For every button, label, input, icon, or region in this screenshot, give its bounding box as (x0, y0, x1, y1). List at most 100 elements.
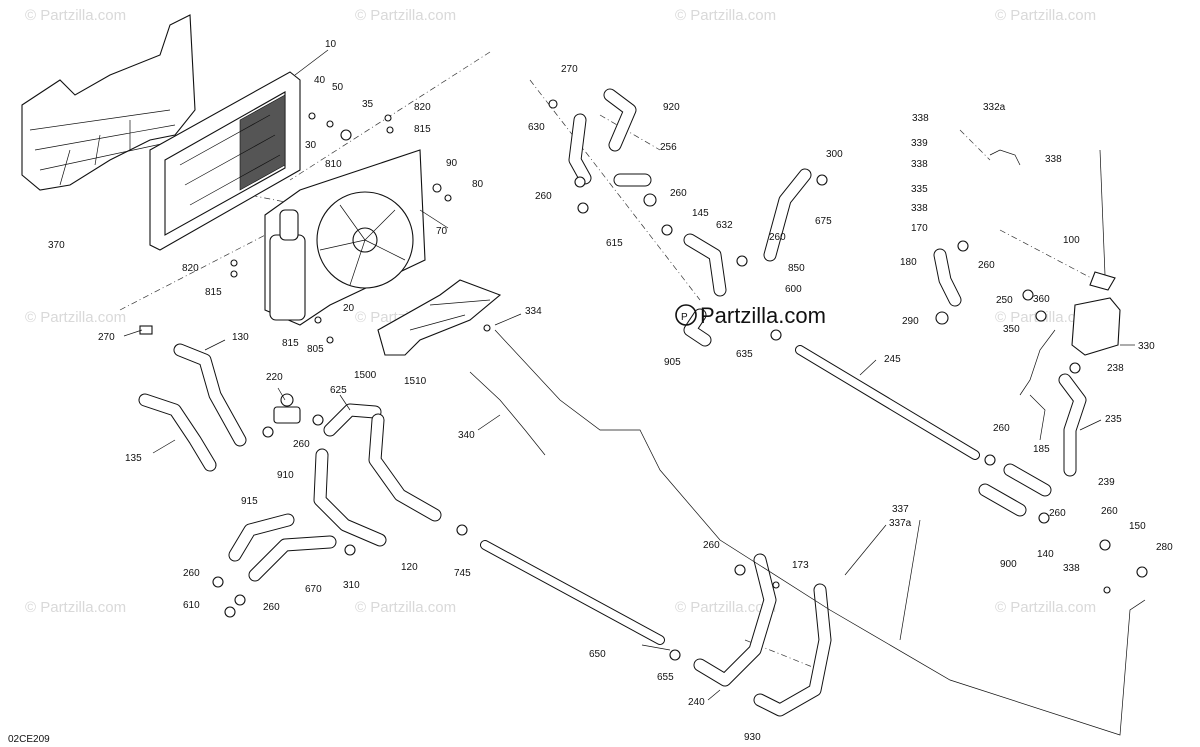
callout-label: 40 (314, 75, 326, 86)
callout-label: 338 (911, 203, 928, 214)
callout-label: 238 (1107, 363, 1124, 374)
callout-label: 135 (125, 453, 142, 464)
callout-label: 632 (716, 220, 733, 231)
callout-label: 805 (307, 344, 324, 355)
callout-label: 260 (670, 188, 687, 199)
alignment-line (599, 114, 661, 151)
alignment-line (529, 79, 701, 301)
callout-label: 300 (826, 149, 843, 160)
callout-label: 332a (983, 102, 1006, 113)
callout-labels: 10 40 50 35 820 815 30 810 90 80 370 70 … (48, 39, 1173, 743)
callout-label: 370 (48, 240, 65, 251)
callout-label: 650 (589, 649, 606, 660)
callout-label: 260 (293, 439, 310, 450)
diagram-code: 02CE209 (8, 734, 50, 745)
callout-label: 70 (436, 226, 448, 237)
callout-label: 239 (1098, 477, 1115, 488)
callout-label: 100 (1063, 235, 1080, 246)
callout-label: 815 (205, 287, 222, 298)
callout-label: 745 (454, 568, 471, 579)
callout-label: 145 (692, 208, 709, 219)
callout-label: 338 (1045, 154, 1062, 165)
callout-label: 930 (744, 732, 761, 743)
callout-label: 50 (332, 82, 344, 93)
callout-label: 625 (330, 385, 347, 396)
callout-label: 185 (1033, 444, 1050, 455)
callout-label: 120 (401, 562, 418, 573)
callout-label: 260 (993, 423, 1010, 434)
callout-label: 335 (911, 184, 928, 195)
watermark: © Partzilla.com (25, 309, 126, 326)
callout-label: 80 (472, 179, 484, 190)
callout-label: 635 (736, 349, 753, 360)
fan-assembly-70 (264, 149, 426, 326)
callout-label: 340 (458, 430, 475, 441)
callout-label: 10 (325, 39, 337, 50)
watermark: © Partzilla.com (25, 7, 126, 24)
callout-label: 670 (305, 584, 322, 595)
callout-label: 173 (792, 560, 809, 571)
expansion-tank-330 (1071, 271, 1121, 356)
hardware (139, 112, 491, 424)
callout-label: 260 (1049, 508, 1066, 519)
callout-label: 815 (282, 338, 299, 349)
callout-label: 905 (664, 357, 681, 368)
callout-label: 610 (183, 600, 200, 611)
callout-label: 615 (606, 238, 623, 249)
callout-label: 350 (1003, 324, 1020, 335)
callout-label: 240 (688, 697, 705, 708)
watermark: © Partzilla.com (25, 599, 126, 616)
callout-label: 330 (1138, 341, 1155, 352)
callout-label: 270 (98, 332, 115, 343)
pipes (480, 345, 980, 645)
callout-label: 338 (1063, 563, 1080, 574)
callout-label: 339 (911, 138, 928, 149)
callout-label: 337 (892, 504, 909, 515)
alignment-line (959, 129, 991, 161)
callout-label: 260 (535, 191, 552, 202)
brand-logo-text: Partzilla.com (700, 303, 826, 328)
callout-label: 334 (525, 306, 542, 317)
callout-label: 260 (769, 232, 786, 243)
callout-label: 337a (889, 518, 912, 529)
callout-label: 260 (263, 602, 280, 613)
callout-label: 310 (343, 580, 360, 591)
alignment-line (174, 179, 301, 206)
callout-label: 150 (1129, 521, 1146, 532)
callout-label: 140 (1037, 549, 1054, 560)
callout-label: 810 (325, 159, 342, 170)
callout-label: 675 (815, 216, 832, 227)
watermark: © Partzilla.com (355, 599, 456, 616)
callout-label: 338 (912, 113, 929, 124)
callout-label: 815 (414, 124, 431, 135)
svg-text:P: P (681, 312, 688, 323)
callout-label: 850 (788, 263, 805, 274)
callout-label: 1500 (354, 370, 377, 381)
callout-label: 655 (657, 672, 674, 683)
watermark: © Partzilla.com (995, 599, 1096, 616)
callout-label: 256 (660, 142, 677, 153)
leader-lines (123, 49, 1135, 701)
callout-label: 290 (902, 316, 919, 327)
callout-label: 35 (362, 99, 374, 110)
callout-label: 260 (978, 260, 995, 271)
callout-label: 245 (884, 354, 901, 365)
watermark: © Partzilla.com (675, 7, 776, 24)
callout-label: 338 (911, 159, 928, 170)
callout-label: 1510 (404, 376, 427, 387)
radiator-10 (149, 71, 301, 251)
callout-label: 180 (900, 257, 917, 268)
callout-label: 360 (1033, 294, 1050, 305)
watermark: © Partzilla.com (675, 599, 776, 616)
callout-label: 920 (663, 102, 680, 113)
callout-label: 910 (277, 470, 294, 481)
callout-label: 30 (305, 140, 317, 151)
watermark: © Partzilla.com (355, 7, 456, 24)
callout-label: 235 (1105, 414, 1122, 425)
callout-label: 820 (182, 263, 199, 274)
thermostat-220 (273, 406, 301, 424)
bracket-1500 (377, 279, 502, 356)
callout-label: 820 (414, 102, 431, 113)
